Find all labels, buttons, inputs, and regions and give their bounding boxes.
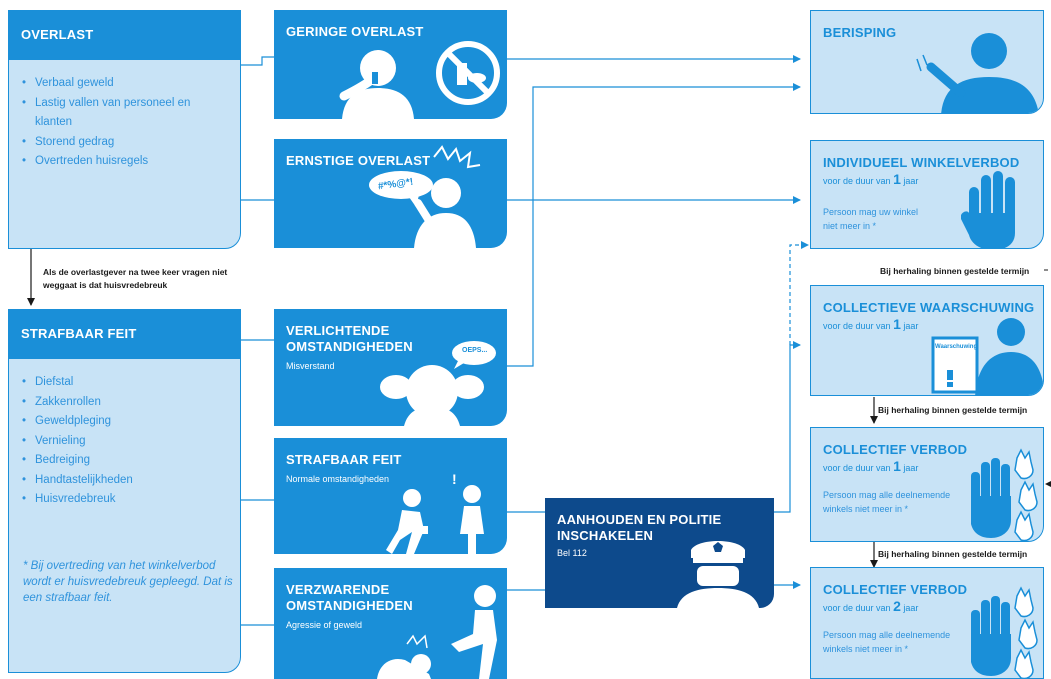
verzwarende-subtitle: Agressie of geweld: [286, 620, 363, 630]
overlast-title: OVERLAST: [9, 11, 240, 60]
repeat-label-1: Bij herhaling binnen gestelde termijn: [880, 266, 1030, 276]
angry-person-icon: [369, 145, 481, 248]
line-verlichtende-berisping: [507, 83, 801, 367]
berisping-box: BERISPING: [810, 10, 1044, 114]
multiple-hands-icon: [971, 448, 1038, 541]
list-item: Zakkenrollen: [22, 393, 226, 413]
thief-running-icon: !: [386, 471, 484, 554]
ernstige-overlast-box: ERNSTIGE OVERLAST #*%@*!: [274, 139, 507, 248]
oeps-speech-text: OEPS...: [462, 347, 488, 354]
overlast-list: Verbaal geweld Lastig vallen van persone…: [9, 74, 240, 172]
geringe-overlast-title: GERINGE OVERLAST: [286, 24, 424, 39]
verlichtende-subtitle: Misverstand: [286, 361, 335, 371]
list-item: Geweldpleging: [22, 412, 226, 432]
strafbaar-left-box: STRAFBAAR FEIT Diefstal Zakkenrollen Gew…: [8, 309, 241, 673]
collectief-verbod-2-title: COLLECTIEF VERBOD: [823, 582, 968, 597]
transition-note: Als de overlastgever na twee keer vragen…: [43, 267, 228, 290]
individueel-duration: voor de duur van 1 jaar: [823, 171, 919, 187]
list-item: Verbaal geweld: [22, 74, 226, 94]
verzwarende-title: VERZWARENDE OMSTANDIGHEDEN: [286, 582, 413, 613]
list-item: Handtastelijkheden: [22, 471, 226, 491]
girl-icon: [380, 341, 496, 426]
politie-subtitle: Bel 112: [557, 548, 587, 558]
verzwarende-box: VERZWARENDE OMSTANDIGHEDEN Agressie of g…: [274, 568, 507, 679]
strafbaar-feit-box: STRAFBAAR FEIT Normale omstandigheden !: [274, 438, 507, 554]
strafbaar-left-title: STRAFBAAR FEIT: [9, 310, 240, 359]
footnote: * Bij overtreding van het winkelverbod w…: [23, 560, 233, 604]
list-item: Diefstal: [22, 373, 226, 393]
list-item: Storend gedrag: [22, 133, 226, 153]
police-officer-icon: [677, 541, 759, 608]
aggression-icon: [377, 585, 497, 679]
strafbaar-list: Diefstal Zakkenrollen Geweldpleging Vern…: [9, 373, 240, 510]
line-politie-waarschuwing: [774, 341, 801, 513]
individueel-box: INDIVIDUEEL WINKELVERBOD voor de duur va…: [810, 140, 1044, 249]
verlichtende-box: VERLICHTENDE OMSTANDIGHEDEN Misverstand …: [274, 309, 507, 426]
repeat-label-2: Bij herhaling binnen gestelde termijn: [878, 405, 1028, 415]
svg-text:!: !: [452, 471, 457, 487]
berisping-title: BERISPING: [823, 25, 897, 40]
politie-box: AANHOUDEN EN POLITIE INSCHAKELEN Bel 112: [545, 498, 774, 608]
collectief-verbod-1-desc: Persoon mag alle deelnemende winkels nie…: [823, 490, 951, 514]
list-item: Huisvredebreuk: [22, 490, 226, 510]
collectief-verbod-1-duration: voor de duur van 1 jaar: [823, 458, 919, 474]
waarschuwing-title: COLLECTIEVE WAARSCHUWING: [823, 300, 1035, 315]
eating-person-icon: [339, 41, 500, 119]
collectief-verbod-2-desc: Persoon mag alle deelnemende winkels nie…: [823, 630, 951, 654]
collectief-verbod-1-box: COLLECTIEF VERBOD voor de duur van 1 jaa…: [810, 427, 1044, 542]
politie-title: AANHOUDEN EN POLITIE INSCHAKELEN: [557, 512, 722, 543]
line-overlast-geringe: [241, 56, 274, 66]
strafbaar-feit-subtitle: Normale omstandigheden: [286, 474, 390, 484]
stop-hand-icon: [961, 171, 1015, 248]
collectief-verbod-2-box: COLLECTIEF VERBOD voor de duur van 2 jaa…: [810, 567, 1044, 679]
list-item: Overtreden huisregels: [22, 152, 226, 172]
individueel-title: INDIVIDUEEL WINKELVERBOD: [823, 155, 1020, 170]
line-dashed-waarschuwing-individueel: [789, 241, 809, 345]
multiple-hands-icon: [971, 586, 1038, 678]
ernstige-overlast-title: ERNSTIGE OVERLAST: [286, 153, 431, 168]
waarschuwing-duration: voor de duur van 1 jaar: [823, 316, 919, 332]
geringe-overlast-box: GERINGE OVERLAST: [274, 10, 507, 119]
collectief-verbod-1-title: COLLECTIEF VERBOD: [823, 442, 968, 457]
list-item: Vernieling: [22, 432, 226, 452]
individueel-desc: Persoon mag uw winkel niet meer in *: [823, 207, 919, 231]
collectief-verbod-2-duration: voor de duur van 2 jaar: [823, 598, 919, 614]
scolding-person-icon: [916, 33, 1039, 113]
list-item: Bedreiging: [22, 451, 226, 471]
overlast-box: OVERLAST Verbaal geweld Lastig vallen va…: [8, 10, 241, 249]
strafbaar-feit-title: STRAFBAAR FEIT: [286, 452, 402, 467]
repeat-label-3: Bij herhaling binnen gestelde termijn: [878, 549, 1028, 559]
verlichtende-title: VERLICHTENDE OMSTANDIGHEDEN: [286, 323, 413, 354]
warning-sign-label: Waarschuwing: [935, 344, 978, 350]
warning-sign-person-icon: [931, 318, 1043, 395]
waarschuwing-box: COLLECTIEVE WAARSCHUWING voor de duur va…: [810, 285, 1044, 396]
list-item: Lastig vallen van personeel en klanten: [22, 94, 226, 133]
